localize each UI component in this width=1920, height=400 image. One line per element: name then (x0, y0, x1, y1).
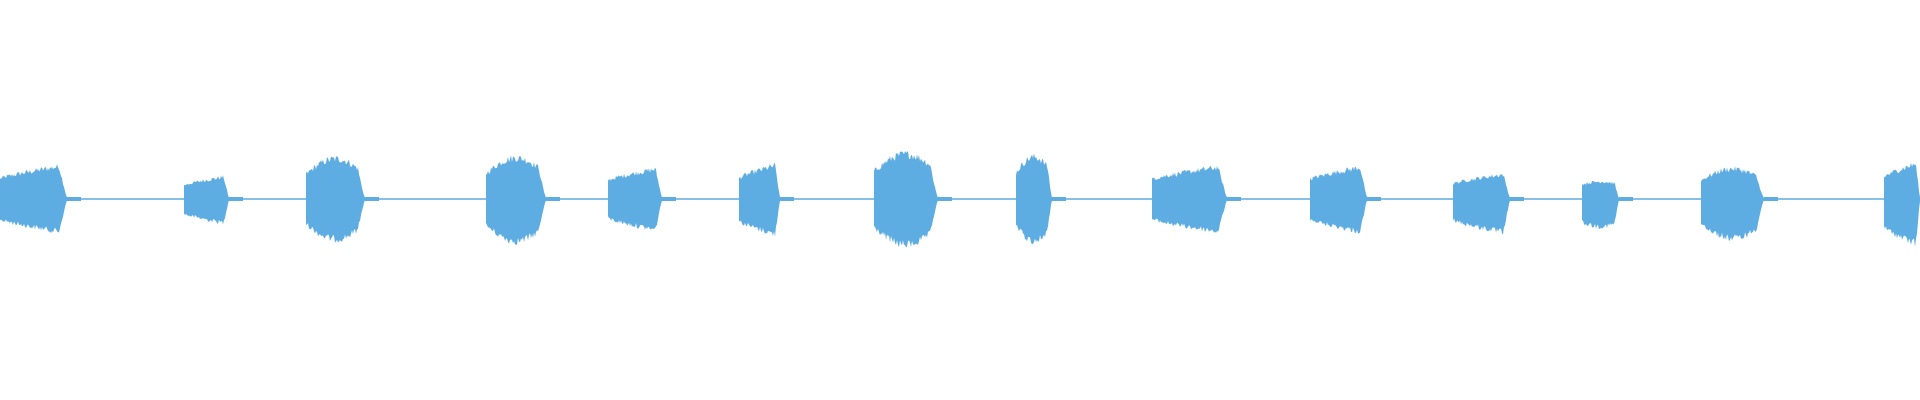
waveform-burst-tail (1510, 197, 1524, 201)
waveform-burst-tail (546, 197, 560, 201)
waveform-burst (1582, 180, 1619, 229)
waveform-burst (1016, 153, 1052, 245)
waveform-burst-tail (365, 197, 379, 201)
waveform-burst (1152, 165, 1227, 233)
waveform-burst (1884, 162, 1920, 247)
waveform-burst-tail (1764, 197, 1778, 201)
waveform-burst-tail (229, 197, 243, 201)
waveform-burst-tail (662, 197, 676, 201)
waveform-burst-tail (67, 197, 81, 201)
waveform-burst-tail (780, 197, 794, 201)
waveform-burst (874, 151, 938, 248)
waveform-burst (486, 155, 546, 245)
waveform-burst (1453, 173, 1510, 235)
waveform-burst (608, 167, 662, 230)
waveform-bursts (0, 151, 1920, 248)
waveform-burst (739, 163, 780, 237)
waveform-burst-tail (938, 197, 952, 201)
waveform-burst (184, 175, 229, 225)
waveform-burst-tail (1619, 197, 1633, 201)
waveform-burst (0, 164, 67, 234)
waveform-burst (1310, 166, 1367, 234)
waveform-burst-tail (1367, 197, 1381, 201)
waveform-burst (306, 156, 365, 243)
waveform-burst-tail (1052, 197, 1066, 201)
waveform-burst (1701, 166, 1764, 242)
waveform-burst-tail (1227, 197, 1241, 201)
